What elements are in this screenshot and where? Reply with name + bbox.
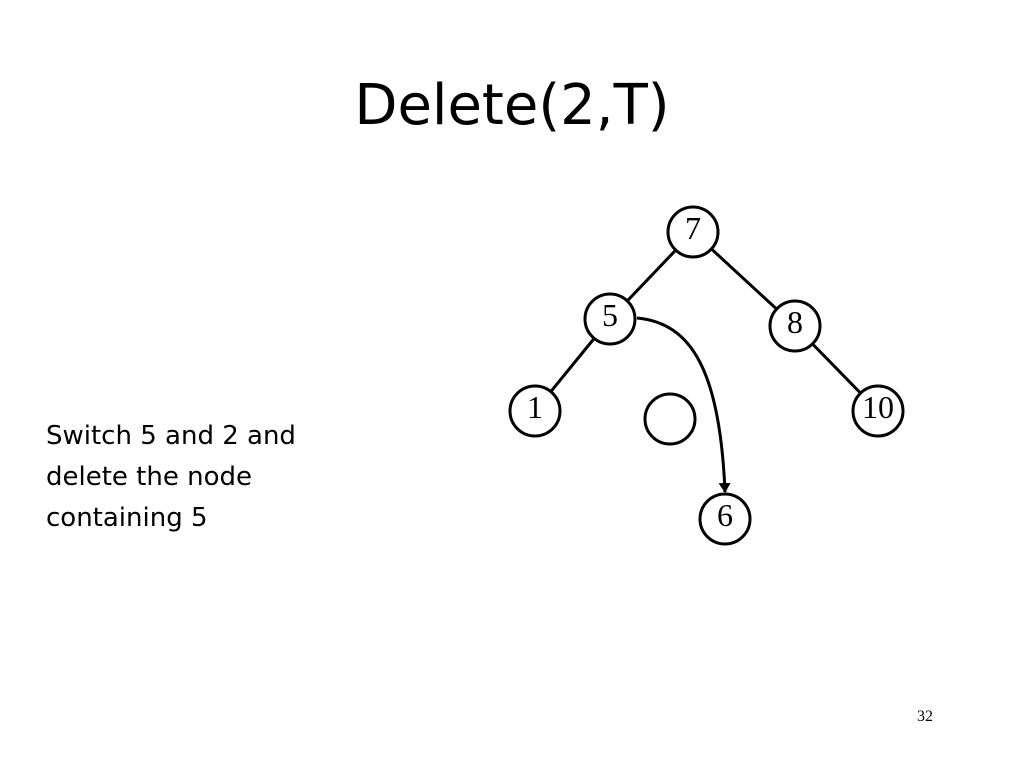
tree-node-1: 1 [508,384,562,438]
node-circle [643,392,697,446]
tree-edges [549,247,862,395]
tree-node-7: 7 [666,205,720,259]
slide-title: Delete(2,T) [354,73,670,138]
tree-node-5: 5 [583,292,637,346]
node-label: 8 [787,304,803,340]
tree-node-empty [643,392,697,446]
caption-line: delete the node [46,462,252,492]
tree-edge [710,247,778,311]
tree-node-6: 6 [698,492,752,546]
node-circle [508,384,562,438]
node-label: 1 [527,389,543,425]
node-label: 7 [685,210,701,246]
node-circle [851,384,905,438]
node-label: 10 [862,389,894,425]
node-circle [768,299,822,353]
tree-node-8: 8 [768,299,822,353]
move-arrow [636,316,731,493]
node-circle [583,292,637,346]
node-circle [698,492,752,546]
caption-line: containing 5 [46,503,208,533]
tree-edge [626,249,677,302]
tree-edge [811,342,862,395]
tree-node-10: 10 [851,384,905,438]
caption: Switch 5 and 2 and delete the node conta… [46,416,376,539]
page-number: 32 [917,708,933,725]
tree-edge [549,337,596,393]
node-label: 6 [717,497,733,533]
caption-line: Switch 5 and 2 and [46,421,296,451]
node-label: 5 [602,297,618,333]
tree-nodes: 7 5 8 1 10 6 [508,205,905,546]
node-circle [666,205,720,259]
